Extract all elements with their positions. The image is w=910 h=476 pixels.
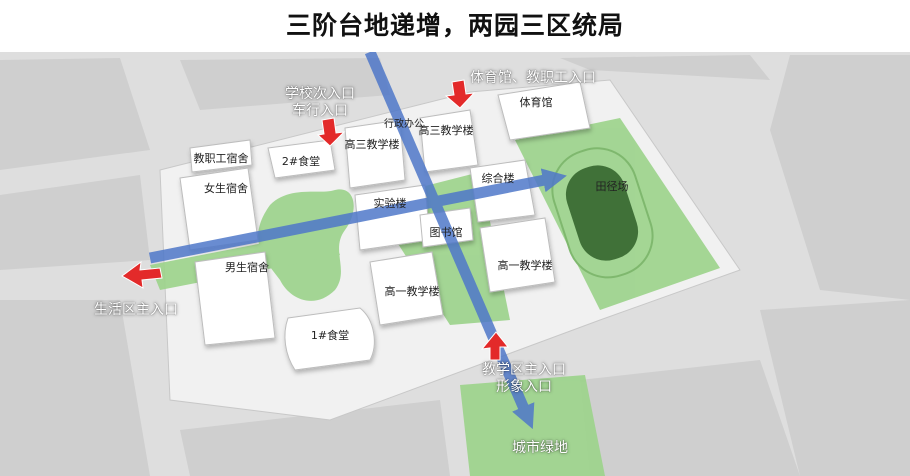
life-main-entrance-arrow [121, 260, 163, 289]
page-title: 三阶台地递增，两园三区统局 [285, 11, 624, 40]
senior1-a-label: 高一教学楼 [497, 259, 553, 272]
complex-label: 综合楼 [481, 172, 515, 185]
teaching-main-entrance-label: 教学区主入口 形象入口 [474, 362, 574, 396]
teaching-main-entrance-arrow [480, 331, 510, 361]
admin-label: 行政办公 [384, 119, 424, 130]
gym-entrance-arrow [444, 79, 476, 109]
senior1-building-b [369, 251, 444, 326]
lab-label: 实验楼 [373, 197, 407, 210]
gym-building [497, 81, 591, 141]
senior3-building-b [419, 109, 479, 173]
north-south-axis [364, 52, 535, 430]
life-main-entrance-label: 生活区主入口 [94, 302, 178, 318]
gym-entrance-label: 体育馆、教职工入口 [470, 70, 596, 86]
track-label: 田径场 [595, 180, 629, 193]
senior1-building-a [479, 217, 556, 293]
school-secondary-entrance-line1: 学校次入口 [285, 86, 355, 102]
senior1-b-label: 高一教学楼 [384, 285, 440, 298]
site-plan: 体育馆 田径场 教职工宿舍 2#食堂 高三教学楼 高三教学楼 行政办公 女生宿舍… [0, 52, 910, 476]
senior3-b-label: 高三教学楼 [418, 124, 474, 137]
school-secondary-entrance-arrow [316, 117, 346, 147]
staff-dorm-label: 教职工宿舍 [193, 152, 249, 165]
buildings [179, 81, 591, 371]
city-green-label: 城市绿地 [512, 440, 568, 456]
library-label: 图书馆 [429, 226, 463, 239]
school-secondary-entrance-label: 学校次入口 车行入口 [275, 86, 365, 120]
female-dorm-label: 女生宿舍 [204, 182, 248, 195]
senior3-a-label: 高三教学楼 [344, 138, 400, 151]
entrance-arrows [121, 79, 510, 361]
male-dorm-label: 男生宿舍 [225, 261, 269, 274]
city-blocks [0, 55, 910, 476]
senior3-building-a [344, 119, 406, 189]
site-plan-drawing [0, 52, 910, 476]
axis-arrows [148, 52, 567, 430]
title-bar: 三阶台地递增，两园三区统局 [0, 0, 910, 52]
canteen2-building [267, 139, 336, 179]
east-west-axis [148, 168, 567, 264]
track-field [551, 147, 654, 279]
teaching-main-entrance-line2: 形象入口 [496, 379, 552, 395]
male-dorm-building [194, 251, 276, 346]
staff-dorm-building [189, 139, 253, 173]
teaching-main-entrance-line1: 教学区主入口 [482, 362, 566, 378]
canteen1-building [284, 307, 375, 371]
canteen1-label: 1#食堂 [310, 329, 350, 342]
school-secondary-entrance-line2: 车行入口 [292, 103, 348, 119]
canteen2-label: 2#食堂 [281, 155, 321, 168]
gym-label: 体育馆 [519, 96, 553, 109]
